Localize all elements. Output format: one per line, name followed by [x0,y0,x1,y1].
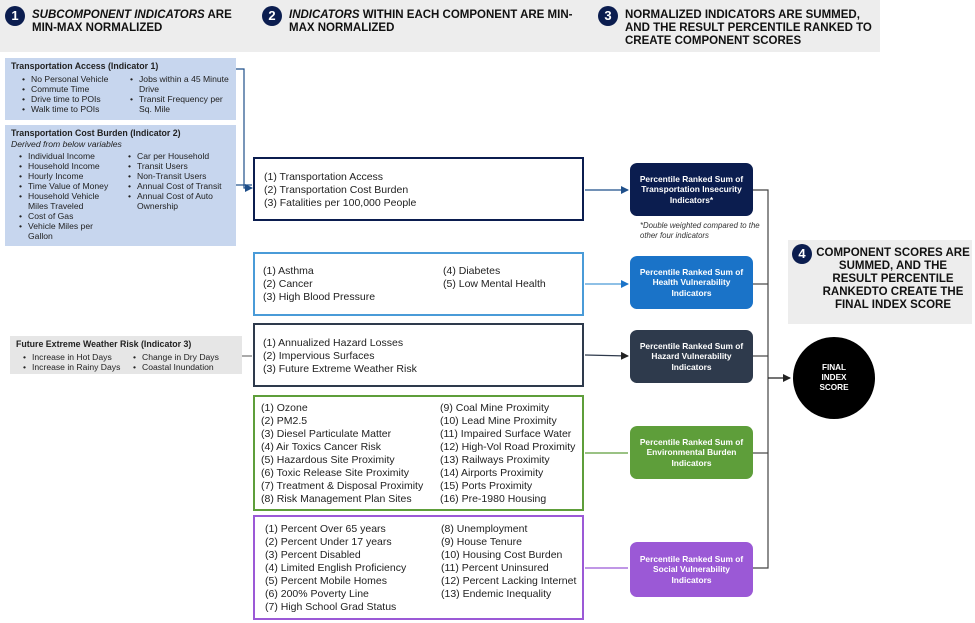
list-item: Change in Dry Days [133,352,219,362]
indicator-item: (2) PM2.5 [261,415,308,427]
indicator-item: (5) Low Mental Health [443,278,546,290]
step-1-badge: 1 [5,6,25,26]
list-item: No Personal Vehicle [22,74,108,84]
panel-title: Transportation Access (Indicator 1) [11,61,159,71]
panel-title: Transportation Cost Burden (Indicator 2) [11,128,181,138]
footnote: *Double weighted compared to the other f… [640,221,760,240]
environmental-score-pill: Percentile Ranked Sum of Environmental B… [630,426,753,479]
list-item: Transit Frequency per Sq. Mile [130,94,235,114]
list-item: Transit Users [128,161,188,171]
indicator-item: (3) High Blood Pressure [263,291,376,303]
indicator-item: (2) Impervious Surfaces [263,350,375,362]
list-item: Annual Cost of Auto Ownership [128,191,229,211]
step-2-text: INDICATORS WITHIN EACH COMPONENT ARE MIN… [289,9,589,35]
transportation-indicators-box: (1) Transportation Access (2) Transporta… [253,157,584,221]
indicator-item: (5) Percent Mobile Homes [265,575,387,587]
indicator-item: (3) Percent Disabled [265,549,361,561]
list-item: Commute Time [22,84,89,94]
step-3-badge: 3 [598,6,618,26]
list-item: Individual Income [19,151,95,161]
indicator-item: (1) Asthma [263,265,314,277]
list-item: Car per Household [128,151,209,161]
list-item: Vehicle Miles per Gallon [19,221,116,241]
indicator-item: (15) Ports Proximity [440,480,533,492]
final-index-score: FINAL INDEX SCORE [793,337,875,419]
indicator-item: (6) Toxic Release Site Proximity [261,467,410,479]
list-item: Time Value of Money [19,181,108,191]
panel-title: Future Extreme Weather Risk (Indicator 3… [16,339,192,349]
step-4-badge: 4 [792,244,812,264]
list-item: Jobs within a 45 Minute Drive [130,74,231,94]
step-1-rest: ARE MIN-MAX NORMALIZED [32,9,232,34]
list-item: Hourly Income [19,171,83,181]
step-4-panel [788,240,972,324]
indicator-item: (11) Percent Uninsured [441,562,549,574]
transportation-cost-panel: Transportation Cost Burden (Indicator 2)… [5,125,236,246]
list-item: Annual Cost of Transit [128,181,222,191]
step-4-text: COMPONENT SCORES ARE SUMMED, AND THE RES… [816,247,970,311]
indicator-item: (10) Housing Cost Burden [441,549,563,561]
social-indicators-box: (1) Percent Over 65 years (2) Percent Un… [253,515,584,620]
health-indicators-box: (1) Asthma (2) Cancer (3) High Blood Pre… [253,252,584,316]
step-1-text: SUBCOMPONENT INDICATORS ARE MIN-MAX NORM… [32,9,257,35]
step-3-text: NORMALIZED INDICATORS ARE SUMMED, AND TH… [625,9,872,47]
list-item: Coastal Inundation [133,362,214,372]
indicator-item: (10) Lead Mine Proximity [440,415,557,427]
final-index-label: FINAL INDEX SCORE [819,363,849,392]
indicator-item: (8) Unemployment [441,523,528,535]
indicator-item: (9) Coal Mine Proximity [440,402,550,414]
indicator-item: (7) High School Grad Status [265,601,397,613]
indicator-item: (13) Endemic Inequality [441,588,552,600]
indicator-item: (13) Railways Proximity [440,454,550,466]
indicator-item: (1) Ozone [261,402,308,414]
weather-risk-panel: Future Extreme Weather Risk (Indicator 3… [10,336,242,374]
step-2-italic: INDICATORS [289,9,360,21]
indicator-item: (8) Risk Management Plan Sites [261,493,412,505]
indicator-item: (1) Percent Over 65 years [265,523,386,535]
indicator-item: (4) Air Toxics Cancer Risk [261,441,382,453]
list-item: Household Income [19,161,100,171]
indicator-item: (3) Fatalities per 100,000 People [264,197,417,209]
transportation-score-pill: Percentile Ranked Sum of Transportation … [630,163,753,216]
indicator-item: (3) Diesel Particulate Matter [261,428,392,440]
health-score-pill: Percentile Ranked Sum of Health Vulnerab… [630,256,753,309]
step-2-rest: WITHIN EACH COMPONENT ARE MIN-MAX NORMAL… [289,9,573,34]
indicator-item: (1) Annualized Hazard Losses [263,337,404,349]
indicator-item: (14) Airports Proximity [440,467,544,479]
indicator-item: (1) Transportation Access [264,171,384,183]
indicator-item: (12) High-Vol Road Proximity [440,441,576,453]
list-item: Increase in Hot Days [23,352,112,362]
list-item: Walk time to POIs [22,104,100,114]
environmental-indicators-box: (1) Ozone (2) PM2.5 (3) Diesel Particula… [253,395,584,511]
indicator-item: (16) Pre-1980 Housing [440,493,547,505]
indicator-item: (2) Transportation Cost Burden [264,184,409,196]
list-item: Increase in Rainy Days [23,362,120,372]
hazard-indicators-box: (1) Annualized Hazard Losses (2) Impervi… [253,323,584,387]
indicator-item: (7) Treatment & Disposal Proximity [261,480,424,492]
indicator-item: (12) Percent Lacking Internet [441,575,577,587]
header-bar [0,0,880,52]
indicator-item: (2) Percent Under 17 years [265,536,392,548]
indicator-item: (5) Hazardous Site Proximity [261,454,395,466]
indicator-item: (4) Diabetes [443,265,501,277]
panel-subtitle: Derived from below variables [11,139,122,150]
list-item: Non-Transit Users [128,171,206,181]
indicator-item: (11) Impaired Surface Water [440,428,572,440]
hazard-score-pill: Percentile Ranked Sum of Hazard Vulnerab… [630,330,753,383]
indicator-item: (2) Cancer [263,278,313,290]
indicator-item: (3) Future Extreme Weather Risk [263,363,417,375]
list-item: Household Vehicle Miles Traveled [19,191,114,211]
indicator-item: (6) 200% Poverty Line [265,588,369,600]
list-item: Cost of Gas [19,211,73,221]
indicator-item: (9) House Tenure [441,536,522,548]
social-score-pill: Percentile Ranked Sum of Social Vulnerab… [630,542,753,597]
step-1-italic: SUBCOMPONENT INDICATORS [32,9,205,21]
list-item: Drive time to POIs [22,94,101,104]
indicator-item: (4) Limited English Proficiency [265,562,407,574]
step-2-badge: 2 [262,6,282,26]
transportation-access-panel: Transportation Access (Indicator 1) No P… [5,58,236,120]
